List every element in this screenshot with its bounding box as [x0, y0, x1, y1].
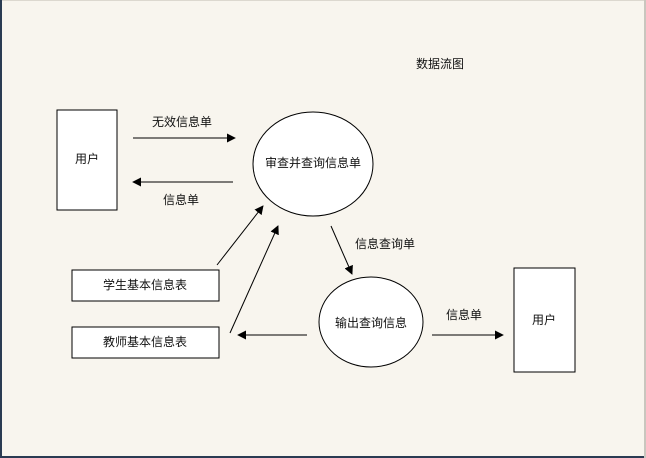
entity-box-student-table: [71, 269, 220, 302]
entity-label-user-left: 用户: [74, 152, 100, 166]
flow-label-info-form-back: 信息单: [163, 193, 200, 207]
diagram-title: 数据流图: [416, 57, 465, 71]
flow-label-invalid-form: 无效信息单: [152, 115, 213, 129]
canvas-top-edge: [2, 0, 646, 1]
arrow-student-to-review: [216, 205, 264, 266]
process-circle-review-query: [252, 111, 374, 217]
entity-box-teacher-table: [71, 326, 220, 359]
entity-label-student-table: 学生基本信息表: [102, 278, 188, 292]
arrow-teacher-to-review: [229, 225, 279, 334]
process-label-review-query: 审查并查询信息单: [264, 156, 362, 170]
process-circle-output-query: [318, 276, 424, 368]
flow-label-info-form-out: 信息单: [446, 308, 483, 322]
entity-label-user-right: 用户: [531, 313, 557, 327]
process-label-output-query: 输出查询信息: [334, 316, 408, 330]
entity-box-user-right: [513, 267, 576, 373]
flow-label-info-query-form: 信息查询单: [355, 237, 416, 251]
entity-box-user-left: [56, 109, 118, 211]
canvas-right-edge: [644, 0, 646, 458]
entity-label-teacher-table: 教师基本信息表: [102, 335, 188, 349]
arrow-review-to-output: [330, 225, 353, 275]
